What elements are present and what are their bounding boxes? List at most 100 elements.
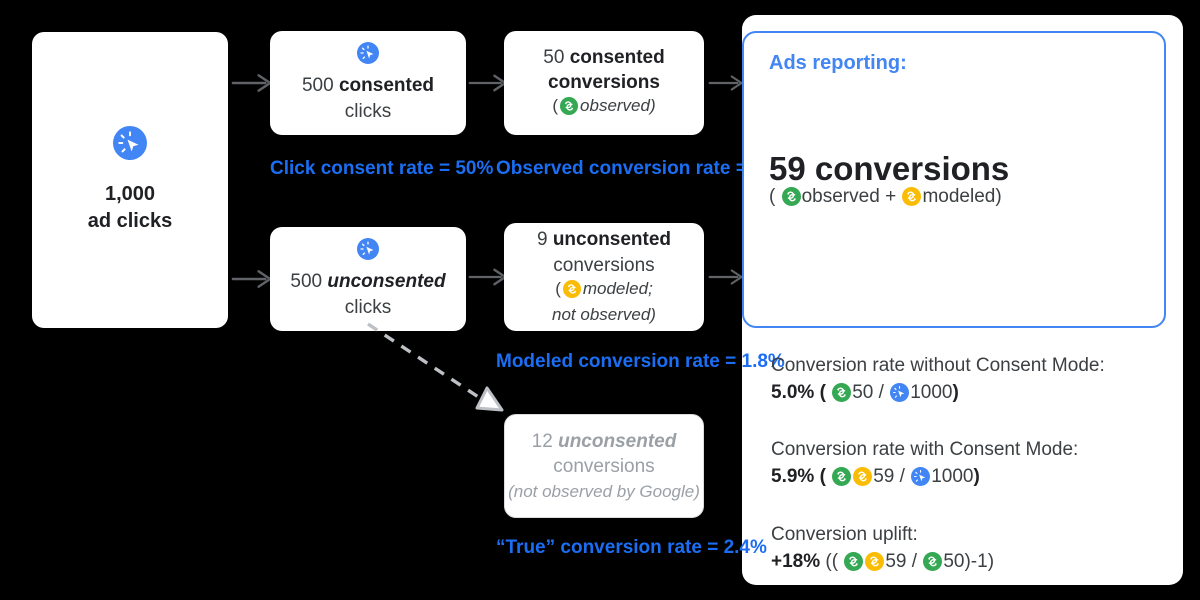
unconsented-clicks-line1: 500 unconsented [290, 269, 445, 294]
click-consent-rate-prefix: rate = [398, 158, 456, 179]
consented-conv-note-open: ( [552, 95, 559, 115]
conversion-icon-yellow [563, 280, 581, 304]
stat-with-formula-close: ) [973, 466, 980, 487]
caption-true-conversion-rate: “True” conversion rate = 2.4% [496, 536, 767, 561]
dashed-arrow-to-true-conversions [367, 322, 504, 412]
arrow-unconsented-conv-to-reporting [708, 265, 744, 294]
unconsented-clicks-number: 500 [290, 271, 323, 293]
caption-modeled-conversion-rate: Modeled conversion rate = 1.8% [496, 350, 785, 375]
conversion-icon-yellow [902, 187, 921, 212]
stat-without-divider: / [878, 382, 884, 403]
stat-with-numerator: 59 [873, 466, 895, 487]
consented-conv-line1: 50 consented [543, 45, 664, 70]
conversion-icon-green [560, 97, 578, 121]
ads-reporting-headline: 59 conversions [769, 150, 1010, 187]
stat-with-value: 5.9% [771, 466, 815, 487]
ads-reporting-title: Ads reporting: [769, 52, 907, 74]
click-icon [357, 238, 379, 267]
stat-uplift-numerator: 59 [885, 551, 907, 572]
modeled-rate-line1: Modeled conversion [496, 351, 680, 372]
stat-uplift-value: +18% [771, 551, 821, 572]
stat-uplift-value-row: +18% (( 59 / 50)-1) [771, 551, 994, 577]
click-icon [911, 467, 930, 492]
conversion-icon-green [923, 552, 942, 577]
arrow-total-to-consented [231, 71, 273, 100]
conversion-icon-green [782, 187, 801, 212]
consented-conv-label: conversions [548, 71, 660, 93]
stat-with-label: Conversion rate with Consent Mode: [771, 439, 1079, 460]
unconsented-conv-note-line2: not observed) [552, 305, 656, 325]
stat-without-value-row: 5.0% ( 50 / 1000) [771, 382, 1105, 408]
consented-conv-note: ( observed) [552, 95, 656, 121]
true-rate-line2: rate = 2.4% [667, 537, 767, 558]
true-conv-emphasis: unconsented [558, 430, 677, 452]
unconsented-conv-note: ( modeled; [555, 278, 653, 304]
true-conv-note: (not observed by Google) [508, 481, 700, 501]
true-conv-label: conversions [553, 455, 655, 477]
click-icon [113, 126, 147, 167]
card-unconsented-clicks: 500 unconsented clicks [270, 227, 466, 331]
modeled-rate-line2: rate = 1.8% [685, 351, 785, 372]
stat-without-formula-open: ( [819, 382, 826, 403]
stat-with-value-row: 5.9% ( 59 / 1000) [771, 466, 1078, 492]
modeled-rate-value: 1.8% [741, 351, 785, 372]
stat-with-divider: / [899, 466, 905, 487]
click-icon [357, 42, 379, 71]
card-unconsented-conversions: 9 unconsented conversions ( modeled; not … [504, 223, 704, 331]
stat-uplift-formula-close: )-1) [964, 551, 995, 572]
unconsented-conv-label: conversions [553, 254, 655, 276]
unconsented-conv-number: 9 [536, 229, 548, 251]
conversion-icon-green [844, 552, 863, 577]
unconsented-conv-line1: 9 unconsented [537, 227, 671, 252]
true-rate-line1: “True” conversion [496, 537, 662, 558]
modeled-rate-prefix: rate = [684, 351, 742, 372]
click-consent-rate-line2: rate = 50% [399, 158, 494, 179]
conversion-icon-yellow [865, 552, 884, 577]
ads-reporting-subline: ( observed + modeled) [769, 186, 1002, 212]
stat-uplift-label: Conversion uplift: [771, 524, 918, 545]
ads-sub-plus: + [885, 186, 897, 207]
ads-sub-open: ( [769, 186, 776, 207]
ads-sub-observed: observed [801, 186, 880, 207]
stat-without-denominator: 1000 [910, 382, 953, 403]
consented-conv-number: 50 [543, 46, 565, 68]
unconsented-conv-emphasis: unconsented [552, 229, 672, 251]
consented-conv-note-text: observed [580, 95, 650, 115]
true-rate-prefix: rate = [667, 537, 724, 558]
stat-uplift-divider: / [911, 551, 918, 572]
consented-conv-note-close: ) [649, 95, 656, 115]
arrow-total-to-unconsented [231, 267, 273, 296]
arrow-consented-clicks-to-conversions [468, 71, 508, 100]
click-icon [890, 383, 909, 408]
conversion-icon-green [832, 383, 851, 408]
unconsented-clicks-emphasis: unconsented [327, 271, 446, 293]
stat-uplift-formula-open: (( [825, 551, 839, 572]
unconsented-clicks-label: clicks [344, 296, 392, 318]
card-consented-conversions: 50 consented conversions ( observed) [504, 31, 704, 135]
consented-clicks-line1: 500 consented [302, 73, 434, 98]
conversion-icon-yellow [853, 467, 872, 492]
click-consent-rate-value: 50% [455, 158, 494, 179]
stat-with-denominator: 1000 [931, 466, 974, 487]
stat-without-value: 5.0% [771, 382, 815, 403]
card-true-unconsented-conversions: 12 unconsented conversions (not observed… [504, 414, 704, 518]
arrow-unconsented-clicks-to-conversions [468, 265, 508, 294]
caption-click-consent-rate: Click consent rate = 50% [270, 157, 493, 182]
consented-clicks-emphasis: consented [338, 75, 434, 97]
unconsented-conv-note-text: modeled; [582, 278, 653, 298]
card-consented-clicks: 500 consented clicks [270, 31, 466, 135]
card-ads-reporting [742, 31, 1166, 328]
consented-clicks-number: 500 [301, 75, 334, 97]
ads-sub-modeled: modeled) [922, 186, 1002, 207]
stat-conversion-uplift: Conversion uplift: +18% (( 59 / 50)-1) [771, 524, 994, 577]
observed-rate-line1: Observed conversion [496, 158, 691, 179]
conversion-icon-green [832, 467, 851, 492]
stat-without-formula-close: ) [952, 382, 959, 403]
consented-conv-emphasis: consented [569, 46, 665, 68]
card-total-ad-clicks: 1,000 ad clicks [32, 32, 228, 328]
caption-observed-conversion-rate: Observed conversion rate = 10% [496, 157, 790, 182]
arrow-consented-conv-to-reporting [708, 71, 744, 100]
true-rate-value: 2.4% [723, 537, 767, 558]
unconsented-conv-note-open: ( [555, 278, 561, 298]
